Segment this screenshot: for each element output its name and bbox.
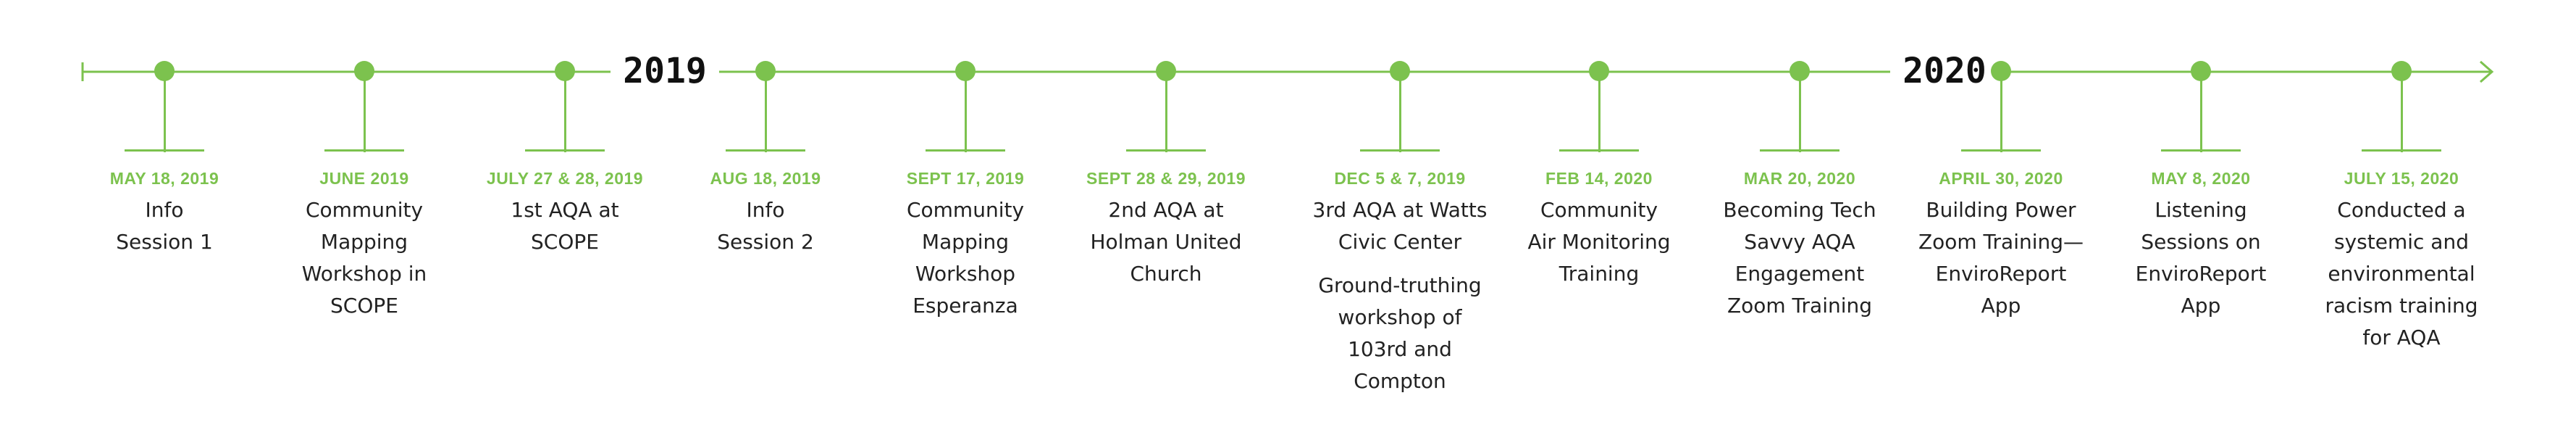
event-label: Info Session 1	[116, 198, 213, 254]
event-dot-icon	[555, 61, 575, 81]
event-dot-icon	[1991, 61, 2011, 81]
event-tick-base	[1360, 149, 1440, 152]
event-dot-icon	[1790, 61, 1810, 81]
year-marker-2019: 2019	[611, 49, 719, 93]
event-tick-base	[125, 149, 204, 152]
event-tick	[2000, 71, 2002, 152]
event-label: Listening Sessions on EnviroReport App	[2135, 198, 2267, 318]
event-label-secondary: Ground-truthing workshop of 103rd and Co…	[1318, 273, 1482, 393]
event-tick-base	[926, 149, 1005, 152]
event-tick	[764, 71, 767, 152]
event-dot-icon	[1390, 61, 1410, 81]
event-label: Becoming Tech Savvy AQA Engagement Zoom …	[1723, 198, 1876, 318]
event-dot-icon	[955, 61, 976, 81]
event-tick-base	[1961, 149, 2041, 152]
event-tick	[1798, 71, 1801, 152]
event-tick-base	[525, 149, 605, 152]
event-tick	[163, 71, 166, 152]
event-tick	[2199, 71, 2202, 152]
timeline-arrow-icon	[2480, 60, 2494, 83]
event-label: Conducted a systemic and environmental r…	[2325, 198, 2478, 349]
event-label: Community Mapping Workshop Esperanza	[906, 198, 1025, 318]
event-date: DEC 5 & 7, 2019	[1334, 169, 1466, 188]
event-label: Building Power Zoom Training— EnviroRepo…	[1918, 198, 2084, 318]
event-tick	[1165, 71, 1167, 152]
event-label: Community Air Monitoring Training	[1527, 198, 1671, 286]
event-date: MAY 8, 2020	[2151, 169, 2251, 188]
event-date: AUG 18, 2019	[710, 169, 821, 188]
event-date: FEB 14, 2020	[1545, 169, 1653, 188]
event-dot-icon	[1156, 61, 1176, 81]
event-tick-base	[726, 149, 805, 152]
event-tick	[563, 71, 566, 152]
event-label: 3rd AQA at Watts Civic Center	[1312, 198, 1488, 254]
event-dot-icon	[154, 61, 175, 81]
event-dot-icon	[354, 61, 374, 81]
event-date: APRIL 30, 2020	[1939, 169, 2063, 188]
event-tick	[1398, 71, 1401, 152]
year-marker-2020: 2020	[1890, 49, 1999, 93]
event-tick	[2400, 71, 2403, 152]
event-tick-base	[2362, 149, 2441, 152]
event-tick-base	[1559, 149, 1639, 152]
event-label: 2nd AQA at Holman United Church	[1090, 198, 1242, 286]
event-tick	[363, 71, 366, 152]
event-date: JULY 27 & 28, 2019	[486, 169, 644, 188]
event-dot-icon	[2191, 61, 2211, 81]
event-dot-icon	[2391, 61, 2412, 81]
event-dot-icon	[1589, 61, 1609, 81]
event-tick	[1598, 71, 1600, 152]
event-tick	[964, 71, 967, 152]
event-tick-base	[1126, 149, 1206, 152]
event-tick-base	[2161, 149, 2241, 152]
event-date: SEPT 17, 2019	[906, 169, 1025, 188]
event-label: Info Session 2	[717, 198, 814, 254]
event-date: SEPT 28 & 29, 2019	[1086, 169, 1246, 188]
event-label: 1st AQA at SCOPE	[511, 198, 619, 254]
event-date: JUNE 2019	[319, 169, 409, 188]
event-date: JULY 15, 2020	[2344, 169, 2459, 188]
event-tick-base	[324, 149, 404, 152]
event-dot-icon	[755, 61, 776, 81]
event-label: Community Mapping Workshop in SCOPE	[301, 198, 427, 318]
event-tick-base	[1760, 149, 1839, 152]
event-date: MAY 18, 2019	[109, 169, 219, 188]
event-date: MAR 20, 2020	[1743, 169, 1856, 188]
